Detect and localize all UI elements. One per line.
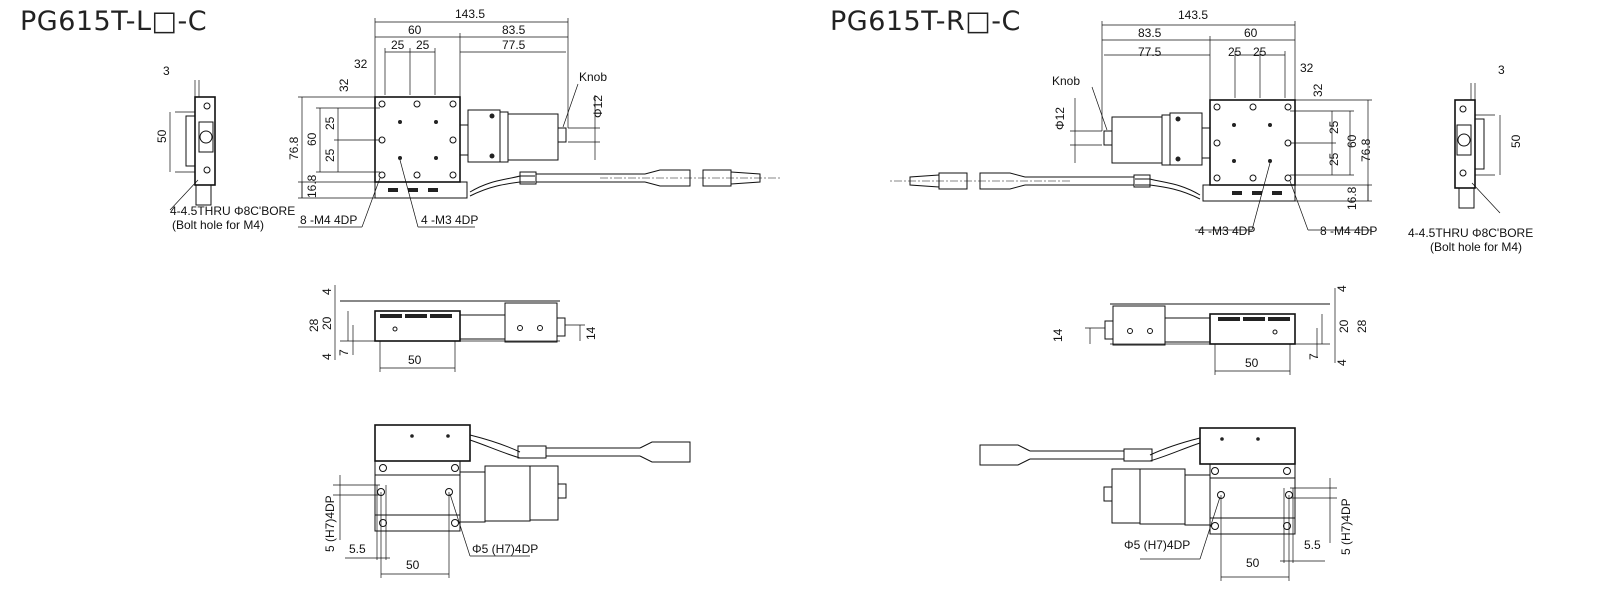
- base-dim: 16.8: [305, 174, 319, 198]
- bolt-note: (Bolt hole for M4): [1430, 240, 1522, 254]
- overall-dim: 143.5: [455, 7, 485, 21]
- height-stage-dim: 60: [1345, 134, 1359, 148]
- bolt-note: (Bolt hole for M4): [172, 218, 264, 232]
- bottom-pitch-dim: 50: [1246, 556, 1260, 570]
- end-height-dim: 50: [1509, 134, 1523, 148]
- front-bottom-dim: 4: [320, 353, 334, 360]
- front-offset-dim: 7: [1307, 353, 1321, 360]
- motor-side-dim: 83.5: [1138, 26, 1162, 40]
- m4-label: 8 -M4 4DP: [1320, 224, 1377, 238]
- offset-v-dim: 32: [337, 78, 351, 92]
- left-views: [169, 17, 781, 579]
- left-labels: 3 50 4-4.5THRU Φ8C'BORE (Bolt hole for M…: [155, 7, 607, 572]
- motor-side-dim: 83.5: [502, 23, 526, 37]
- pitch-v-a-dim: 25: [1327, 120, 1341, 134]
- front-bottom-dim: 4: [1335, 359, 1349, 366]
- m3-label: 4 -M3 4DP: [1198, 224, 1255, 238]
- offset-v-dim: 32: [1311, 83, 1325, 97]
- bolt-label: 4-4.5THRU Φ8C'BORE: [170, 204, 295, 218]
- pin-label: 5 (H7)4DP: [323, 495, 337, 552]
- offset-h-dim: 32: [1300, 61, 1314, 75]
- pitch-a-dim: 25: [1228, 45, 1242, 59]
- front-pitch-dim: 50: [1245, 356, 1259, 370]
- pitch-v-a-dim: 25: [323, 116, 337, 130]
- right-labels: 3 50 4-4.5THRU Φ8C'BORE (Bolt hole for M…: [1051, 8, 1533, 570]
- pitch-v-b-dim: 25: [323, 148, 337, 162]
- right-views: [889, 20, 1501, 582]
- pin-label: 5 (H7)4DP: [1339, 498, 1353, 555]
- end-gap-dim: 3: [163, 64, 170, 78]
- bottom-pitch-dim: 50: [406, 558, 420, 572]
- right-model-title: PG615T-R□-C: [830, 6, 1021, 37]
- overall-dim: 143.5: [1178, 8, 1208, 22]
- height-total-dim: 76.8: [1359, 138, 1373, 162]
- left-model-title: PG615T-L□-C: [20, 6, 208, 37]
- pitch-v-b-dim: 25: [1327, 152, 1341, 166]
- stage-dim: 60: [408, 23, 422, 37]
- hole-label: Φ5 (H7)4DP: [1124, 538, 1190, 552]
- bolt-label: 4-4.5THRU Φ8C'BORE: [1408, 226, 1533, 240]
- edge-dim: 5.5: [1304, 538, 1321, 552]
- knob-dist-dim: 77.5: [1138, 45, 1162, 59]
- end-height-dim: 50: [155, 129, 169, 143]
- pitch-b-dim: 25: [1253, 45, 1267, 59]
- front-total-dim: 28: [307, 318, 321, 332]
- m3-label: 4 -M3 4DP: [421, 213, 478, 227]
- base-dim: 16.8: [1345, 186, 1359, 210]
- front-top-dim: 4: [1335, 285, 1349, 292]
- edge-dim: 5.5: [349, 542, 366, 556]
- stage-dim: 60: [1244, 26, 1258, 40]
- front-stage-dim: 20: [1337, 319, 1351, 333]
- hole-label: Φ5 (H7)4DP: [472, 542, 538, 556]
- m4-label: 8 -M4 4DP: [300, 213, 357, 227]
- knob-label: Knob: [1052, 74, 1080, 88]
- knob-dia-dim: Φ12: [1053, 107, 1067, 130]
- end-gap-dim: 3: [1498, 63, 1505, 77]
- front-stage-dim: 20: [320, 316, 334, 330]
- front-top-dim: 4: [320, 288, 334, 295]
- knob-dia-dim: Φ12: [591, 95, 605, 118]
- knob-label: Knob: [579, 70, 607, 84]
- height-stage-dim: 60: [305, 132, 319, 146]
- offset-h-dim: 32: [354, 57, 368, 71]
- pitch-a-dim: 25: [391, 38, 405, 52]
- front-total-dim: 28: [1355, 319, 1369, 333]
- front-offset-dim: 7: [337, 349, 351, 356]
- knob-height-dim: 14: [584, 326, 598, 340]
- pitch-b-dim: 25: [416, 38, 430, 52]
- knob-dist-dim: 77.5: [502, 38, 526, 52]
- knob-height-dim: 14: [1051, 328, 1065, 342]
- height-total-dim: 76.8: [287, 136, 301, 160]
- front-pitch-dim: 50: [408, 353, 422, 367]
